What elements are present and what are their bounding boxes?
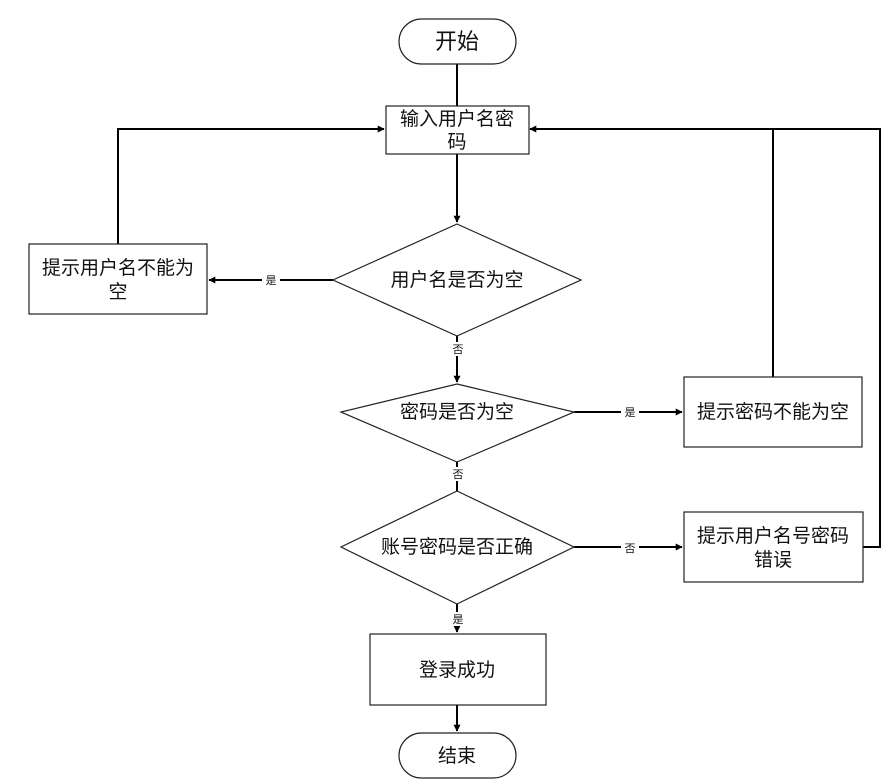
- node-check-account-label: 账号密码是否正确: [381, 536, 533, 558]
- node-prompt-username-label-line2: 空: [108, 281, 127, 303]
- edge-prompt-error-loop: [773, 128, 881, 548]
- node-input: 输入用户名密 码: [385, 105, 530, 155]
- node-prompt-error: 提示用户名号密码 错误: [683, 511, 864, 583]
- node-login-success: 登录成功: [369, 633, 547, 706]
- node-prompt-error-label-line1: 提示用户名号密码: [697, 525, 849, 547]
- edge-prompt-password-loop: [529, 125, 774, 377]
- node-check-password: 密码是否为空: [339, 383, 576, 463]
- node-end-label: 结束: [438, 745, 476, 767]
- edge-prompt-username-loop: [117, 125, 385, 244]
- edge-label-account-no: 否: [625, 542, 636, 555]
- node-start: 开始: [398, 18, 517, 65]
- node-prompt-username: 提示用户名不能为 空: [28, 243, 208, 315]
- node-prompt-error-label-line2: 错误: [754, 549, 792, 571]
- node-check-password-label: 密码是否为空: [400, 401, 514, 423]
- node-start-label: 开始: [435, 30, 479, 55]
- edge-label-username-yes: 是: [266, 274, 277, 287]
- node-prompt-password: 提示密码不能为空: [683, 376, 863, 448]
- node-check-username: 用户名是否为空: [331, 223, 583, 337]
- edge-label-account-yes: 是: [453, 613, 464, 626]
- node-check-account: 账号密码是否正确: [339, 490, 576, 605]
- node-prompt-password-label: 提示密码不能为空: [697, 401, 849, 423]
- node-login-success-label: 登录成功: [419, 659, 495, 681]
- node-input-label-line2: 码: [447, 131, 466, 153]
- node-input-label-line1: 输入用户名密: [400, 108, 514, 130]
- edge-label-password-no: 否: [453, 468, 464, 481]
- node-prompt-username-label-line1: 提示用户名不能为: [42, 257, 194, 279]
- edge-labels: 是 否 是 否 否 是: [262, 272, 639, 626]
- node-check-username-label: 用户名是否为空: [390, 269, 523, 291]
- edge-label-username-no: 否: [453, 343, 464, 356]
- edge-label-password-yes: 是: [625, 406, 636, 419]
- node-end: 结束: [398, 732, 517, 779]
